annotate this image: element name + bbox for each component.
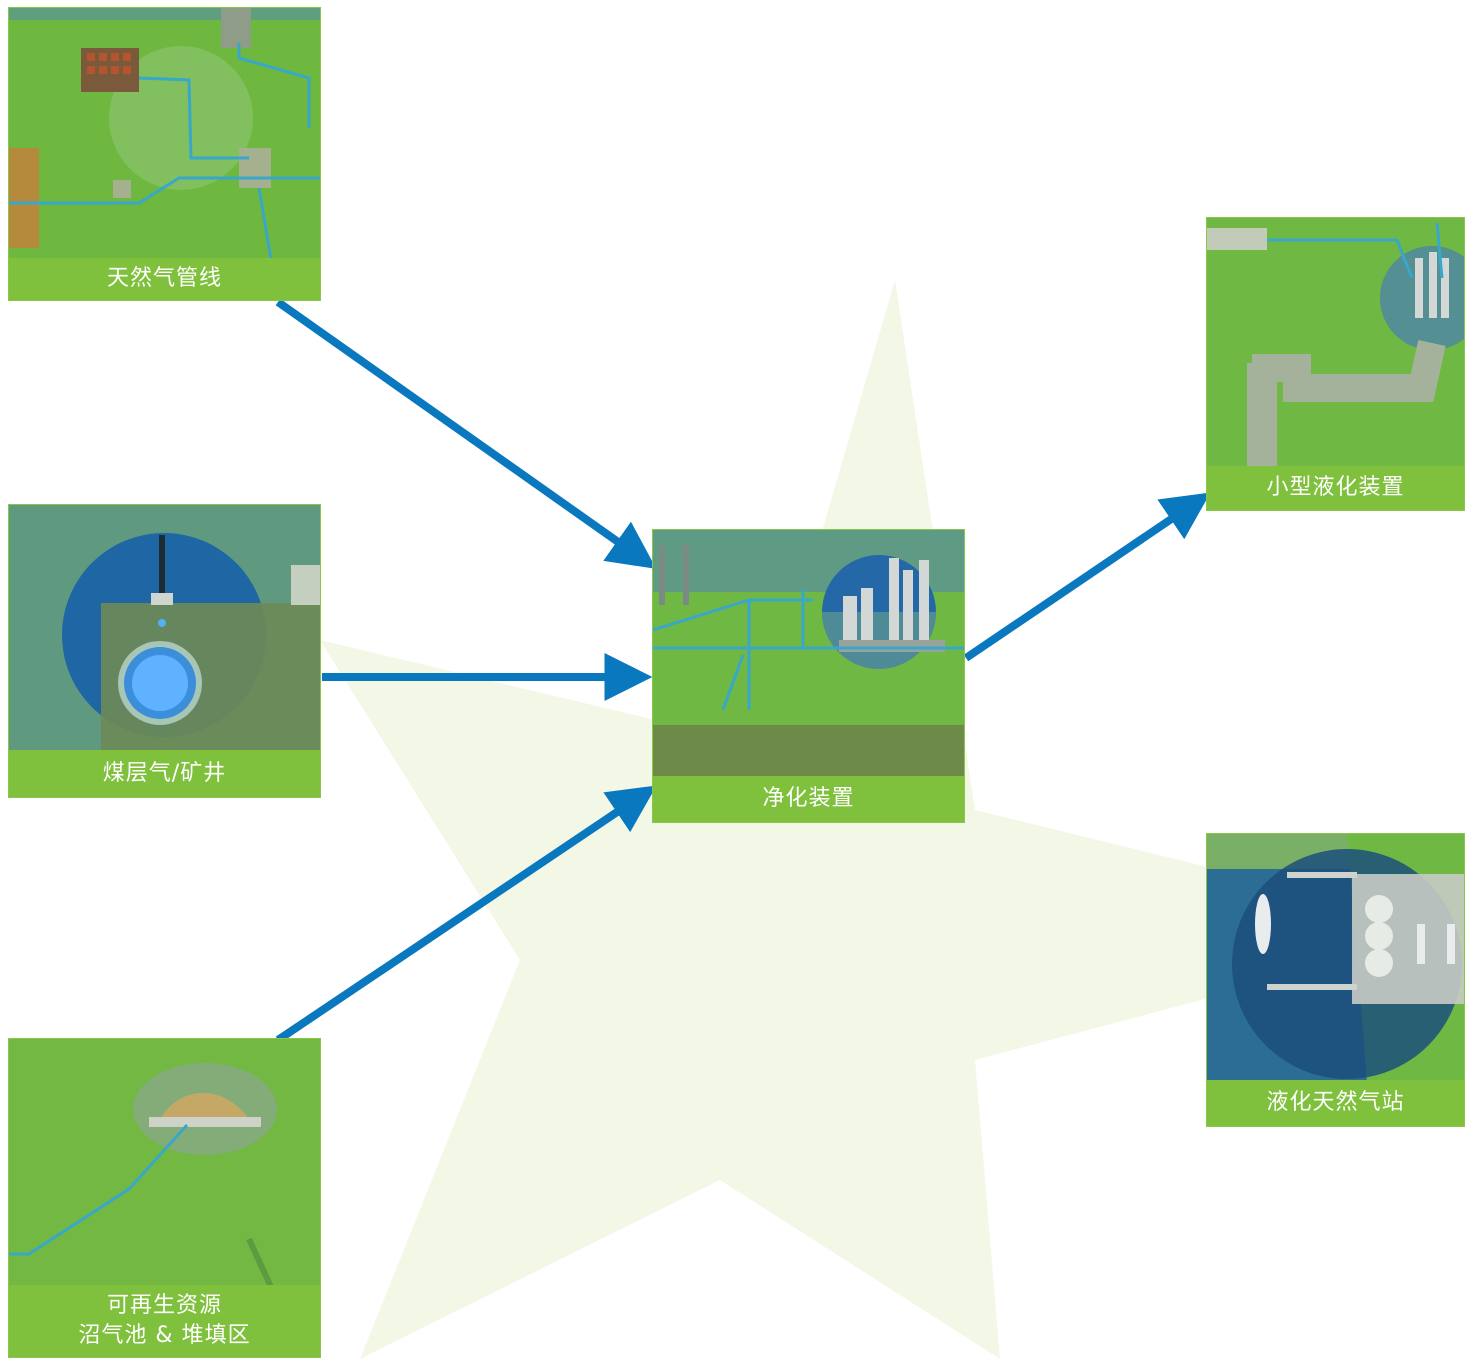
coalbed-scene-image (9, 505, 320, 752)
node-coalbed: 煤层气/矿井 (8, 504, 321, 798)
coalbed-label: 煤层气/矿井 (102, 760, 227, 786)
arrow-renewable-to-purification (275, 785, 657, 1044)
renewable-label-line2: 沼气池 & 堆填区 (78, 1323, 251, 1348)
small-liquefaction-label: 小型液化装置 (1266, 475, 1405, 500)
arrow-pipeline-to-purification (275, 298, 657, 569)
renewable-caption: 可再生资源 沼气池 & 堆填区 (9, 1285, 320, 1357)
small-liquefaction-caption: 小型液化装置 (1207, 466, 1464, 510)
node-pipeline: 天然气管线 (8, 7, 321, 301)
lng-station-caption: 液化天然气站 (1207, 1080, 1464, 1126)
coalbed-caption: 煤层气/矿井 (9, 750, 320, 797)
small-liquefaction-scene-image (1207, 218, 1464, 468)
purification-caption: 净化装置 (653, 776, 964, 822)
purification-scene-image (653, 530, 964, 778)
node-lng-station: 液化天然气站 (1206, 833, 1465, 1127)
pipeline-scene-image (9, 8, 320, 260)
renewable-label-line1: 可再生资源 (106, 1293, 222, 1318)
node-purification: 净化装置 (652, 529, 965, 823)
lng-station-label: 液化天然气站 (1266, 1090, 1405, 1115)
pipeline-label: 天然气管线 (106, 266, 222, 291)
arrow-purification-to-small-liquefaction (963, 492, 1211, 662)
renewable-scene-image (9, 1039, 320, 1287)
node-small-liquefaction: 小型液化装置 (1206, 217, 1465, 511)
node-renewable: 可再生资源 沼气池 & 堆填区 (8, 1038, 321, 1358)
pipeline-caption: 天然气管线 (9, 258, 320, 300)
purification-label: 净化装置 (762, 786, 855, 811)
lng-station-scene-image (1207, 834, 1464, 1082)
